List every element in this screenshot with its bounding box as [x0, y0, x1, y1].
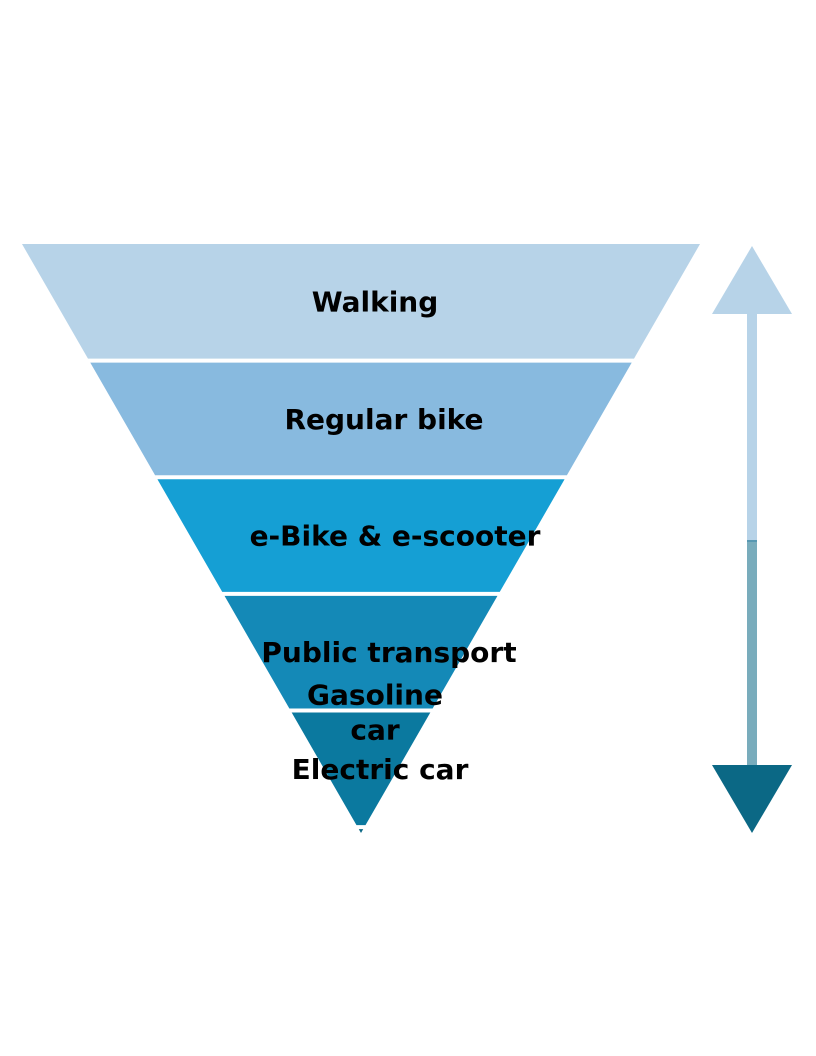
arrow-up-head-icon	[712, 246, 792, 314]
pyramid-tier-4	[224, 595, 498, 709]
pyramid-tier-2-label: Regular bike	[284, 403, 483, 436]
pyramid-tier-3-label: e-Bike & e-scooter	[250, 520, 541, 553]
pyramid-tier-4-label: Public transport	[261, 636, 516, 669]
pyramid-tier-6	[358, 829, 364, 833]
pyramid-tier-1	[22, 244, 700, 359]
pyramid-tier-1-label: Walking	[312, 285, 439, 318]
pyramid-tier-5-label: Electric car	[292, 753, 469, 786]
pyramid-tier-5	[291, 712, 431, 826]
pyramid-tier-6-label: Gasoline	[307, 679, 443, 712]
pyramid-tier-6-label: car	[350, 714, 399, 747]
arrow-shaft-bottom	[747, 540, 757, 768]
arrow-down-head-icon	[712, 765, 792, 833]
pyramid-tier-3	[157, 479, 565, 592]
arrow-shaft-top	[747, 312, 757, 542]
pyramid-tier-2	[90, 362, 632, 476]
scale-arrow	[712, 246, 792, 833]
